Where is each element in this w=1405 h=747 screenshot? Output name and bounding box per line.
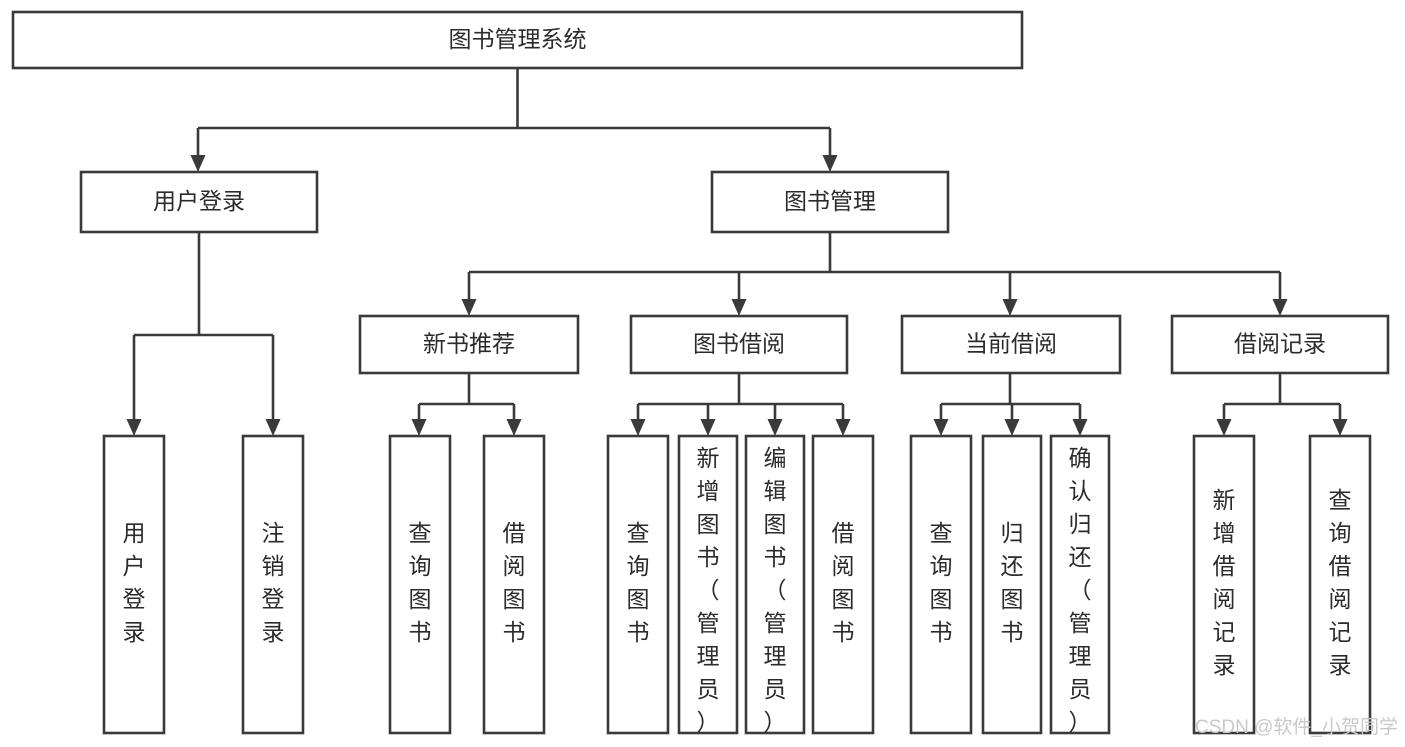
node-book-management[interactable]: 图书管理 bbox=[710, 170, 950, 234]
node-box[interactable] bbox=[1170, 314, 1390, 375]
node-label: 图书借阅 bbox=[693, 331, 785, 357]
node-leaf-user-login[interactable]: 用户登录 bbox=[102, 434, 166, 735]
arrow-head-icon bbox=[265, 419, 281, 436]
node-box[interactable] bbox=[102, 434, 166, 735]
arrow-head-icon bbox=[700, 419, 716, 436]
node-box[interactable] bbox=[79, 170, 319, 234]
arrow-head-icon bbox=[933, 419, 949, 436]
node-label: 编辑图书（管理员） bbox=[764, 445, 787, 735]
node-leaf-add-borrow-record[interactable]: 新增借阅记录 bbox=[1192, 434, 1256, 735]
node-leaf-confirm-return-admin[interactable]: 确认归还（管理员） bbox=[1049, 434, 1111, 735]
node-label: 借阅图书 bbox=[832, 520, 855, 645]
node-new-book-recommend[interactable]: 新书推荐 bbox=[358, 314, 580, 375]
arrow-head-icon bbox=[731, 299, 747, 316]
node-label: 图书管理 bbox=[784, 188, 876, 214]
arrow-head-icon bbox=[1002, 299, 1018, 316]
arrow-head-icon bbox=[411, 419, 427, 436]
node-box[interactable] bbox=[981, 434, 1043, 735]
node-label: 归还图书 bbox=[1001, 520, 1024, 645]
node-label: 查询图书 bbox=[627, 520, 650, 645]
arrow-head-icon bbox=[190, 155, 206, 172]
node-box[interactable] bbox=[677, 434, 739, 735]
node-leaf-borrow-book-recommend[interactable]: 借阅图书 bbox=[482, 434, 546, 735]
node-label: 确认归还（管理员） bbox=[1069, 445, 1092, 735]
arrow-head-icon bbox=[461, 299, 477, 316]
node-label: 用户登录 bbox=[153, 188, 245, 214]
node-label: 借阅图书 bbox=[503, 520, 526, 645]
node-box[interactable] bbox=[900, 314, 1122, 375]
node-leaf-logout-login[interactable]: 注销登录 bbox=[241, 434, 305, 735]
node-label: 用户登录 bbox=[123, 520, 146, 645]
node-user-login[interactable]: 用户登录 bbox=[79, 170, 319, 234]
node-label: 查询图书 bbox=[930, 520, 953, 645]
node-box[interactable] bbox=[1308, 434, 1372, 735]
arrowheads-layer bbox=[126, 155, 1348, 436]
node-box[interactable] bbox=[744, 434, 806, 735]
node-box[interactable] bbox=[909, 434, 973, 735]
node-box[interactable] bbox=[1049, 434, 1111, 735]
node-leaf-return-book[interactable]: 归还图书 bbox=[981, 434, 1043, 735]
arrow-head-icon bbox=[1004, 419, 1020, 436]
arrow-head-icon bbox=[1272, 299, 1288, 316]
node-box[interactable] bbox=[388, 434, 452, 735]
node-label: 新增借阅记录 bbox=[1213, 487, 1236, 678]
node-label: 查询借阅记录 bbox=[1329, 487, 1352, 678]
arrow-head-icon bbox=[1332, 419, 1348, 436]
node-box[interactable] bbox=[606, 434, 670, 735]
arrow-head-icon bbox=[835, 419, 851, 436]
csdn-watermark: CSDN @软件_小贺同学 bbox=[1195, 716, 1398, 738]
node-label: 借阅记录 bbox=[1234, 331, 1326, 357]
arrow-head-icon bbox=[767, 419, 783, 436]
node-leaf-query-borrow-record[interactable]: 查询借阅记录 bbox=[1308, 434, 1372, 735]
node-box[interactable] bbox=[358, 314, 580, 375]
node-box[interactable] bbox=[710, 170, 950, 234]
node-book-borrow[interactable]: 图书借阅 bbox=[629, 314, 849, 375]
node-current-borrow[interactable]: 当前借阅 bbox=[900, 314, 1122, 375]
node-leaf-query-book-current[interactable]: 查询图书 bbox=[909, 434, 973, 735]
node-label: 新增图书（管理员） bbox=[697, 445, 720, 735]
node-box[interactable] bbox=[11, 10, 1024, 70]
node-label: 注销登录 bbox=[262, 520, 285, 645]
node-label: 当前借阅 bbox=[965, 331, 1057, 357]
arrow-head-icon bbox=[1072, 419, 1088, 436]
arrow-head-icon bbox=[126, 419, 142, 436]
node-box[interactable] bbox=[811, 434, 875, 735]
arrow-head-icon bbox=[506, 419, 522, 436]
node-leaf-query-book-recommend[interactable]: 查询图书 bbox=[388, 434, 452, 735]
node-leaf-query-book[interactable]: 查询图书 bbox=[606, 434, 670, 735]
node-leaf-borrow-book[interactable]: 借阅图书 bbox=[811, 434, 875, 735]
arrow-head-icon bbox=[630, 419, 646, 436]
node-box[interactable] bbox=[629, 314, 849, 375]
node-label: 图书管理系统 bbox=[449, 26, 587, 52]
nodes-layer: 图书管理系统用户登录图书管理新书推荐图书借阅当前借阅借阅记录用户登录注销登录查询… bbox=[11, 10, 1390, 735]
node-label: 新书推荐 bbox=[423, 331, 515, 357]
node-box[interactable] bbox=[482, 434, 546, 735]
node-borrow-record[interactable]: 借阅记录 bbox=[1170, 314, 1390, 375]
node-label: 查询图书 bbox=[409, 520, 432, 645]
node-leaf-add-book-admin[interactable]: 新增图书（管理员） bbox=[677, 434, 739, 735]
node-box[interactable] bbox=[1192, 434, 1256, 735]
arrow-head-icon bbox=[822, 155, 838, 172]
node-root[interactable]: 图书管理系统 bbox=[11, 10, 1024, 70]
arrow-head-icon bbox=[1216, 419, 1232, 436]
node-box[interactable] bbox=[241, 434, 305, 735]
node-leaf-edit-book-admin[interactable]: 编辑图书（管理员） bbox=[744, 434, 806, 735]
